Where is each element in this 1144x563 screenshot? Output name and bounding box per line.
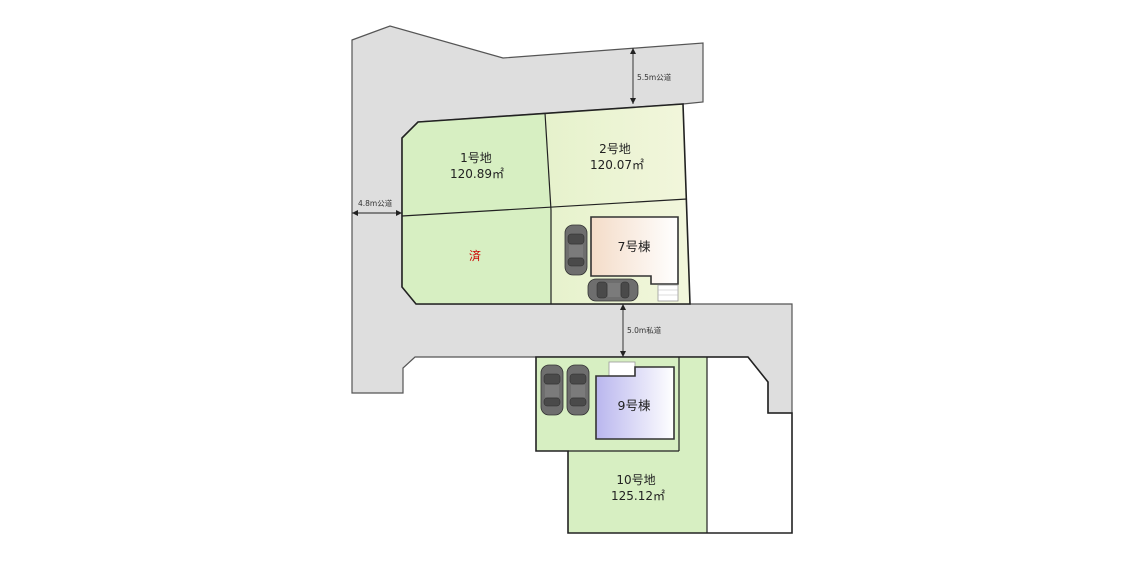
lot-2-area: 120.07㎡	[590, 158, 644, 172]
lot-1-name: 1号地	[460, 151, 492, 165]
lot-row-divider	[401, 198, 688, 217]
car-icon	[566, 364, 590, 416]
south-lot-outline	[535, 356, 793, 534]
lot-1-area: 120.89㎡	[450, 167, 504, 181]
lot-10-name: 10号地	[616, 473, 655, 487]
north-lot-outline	[401, 103, 691, 305]
lot-2-name: 2号地	[599, 142, 631, 156]
building-7-porch	[657, 284, 679, 302]
car-icon	[540, 364, 564, 416]
north-road-width: 5.5m公道	[637, 72, 672, 82]
private-road-width: 5.0m私道	[627, 325, 662, 335]
lot-10-block	[568, 357, 707, 533]
car-icon	[587, 278, 639, 302]
west-road-width: 4.8m公道	[358, 198, 393, 208]
dimension-arrow-icon	[630, 48, 636, 104]
car-icon	[564, 224, 588, 276]
sold-label: 済	[469, 248, 481, 263]
dimension-arrow-icon	[620, 304, 626, 357]
building-9-porch	[608, 361, 636, 377]
building-7-label: 7号棟	[618, 239, 651, 254]
building-9	[595, 366, 675, 440]
lot-1-2-divider	[544, 112, 552, 211]
building-9-label: 9号棟	[618, 398, 651, 413]
lot-1-block	[402, 113, 551, 304]
dimension-arrow-icon	[352, 210, 402, 216]
building-7	[590, 216, 679, 285]
lot-10-area: 125.12㎡	[611, 489, 665, 503]
